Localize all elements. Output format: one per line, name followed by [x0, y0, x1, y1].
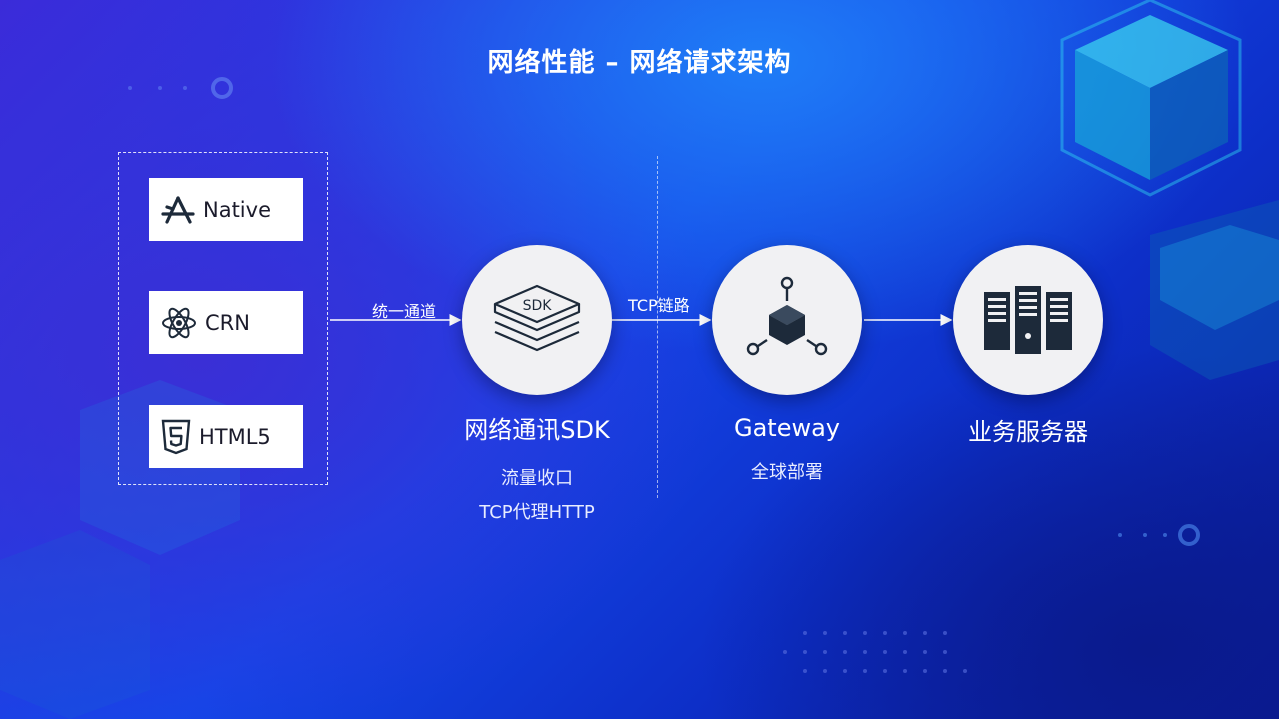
client-label-crn: CRN	[205, 310, 250, 335]
page-title: 网络性能 – 网络请求架构	[487, 48, 792, 78]
react-atom-icon	[162, 307, 196, 338]
server-node	[953, 245, 1103, 395]
sdk-sub-1: 流量收口	[501, 468, 573, 489]
client-label-native: Native	[203, 197, 271, 222]
network-boundary-line	[657, 156, 658, 498]
client-label-html5: HTML5	[199, 424, 271, 449]
gateway-label: Gateway	[733, 414, 841, 442]
client-card-html5: HTML5	[149, 405, 303, 468]
edge-label-client-to-sdk: 统一通道	[372, 302, 437, 321]
sdk-icon-text: SDK	[523, 298, 553, 314]
app-store-icon	[161, 195, 195, 224]
gateway-node	[712, 245, 862, 395]
client-card-crn: CRN	[149, 291, 303, 354]
sdk-node: SDK	[462, 245, 612, 395]
client-group-box	[118, 152, 328, 485]
server-label: 业务服务器	[968, 418, 1088, 446]
server-rack-icon	[984, 286, 1072, 354]
edge-label-sdk-to-gateway: TCP链路	[628, 296, 690, 315]
sdk-sub-2: TCP代理HTTP	[479, 502, 595, 523]
html5-icon	[161, 419, 191, 454]
client-card-native: Native	[149, 178, 303, 241]
sdk-stack-icon: SDK	[493, 284, 581, 352]
gateway-hub-icon	[746, 276, 828, 356]
sdk-label: 网络通讯SDK	[464, 416, 610, 444]
gateway-sub-1: 全球部署	[751, 462, 823, 483]
